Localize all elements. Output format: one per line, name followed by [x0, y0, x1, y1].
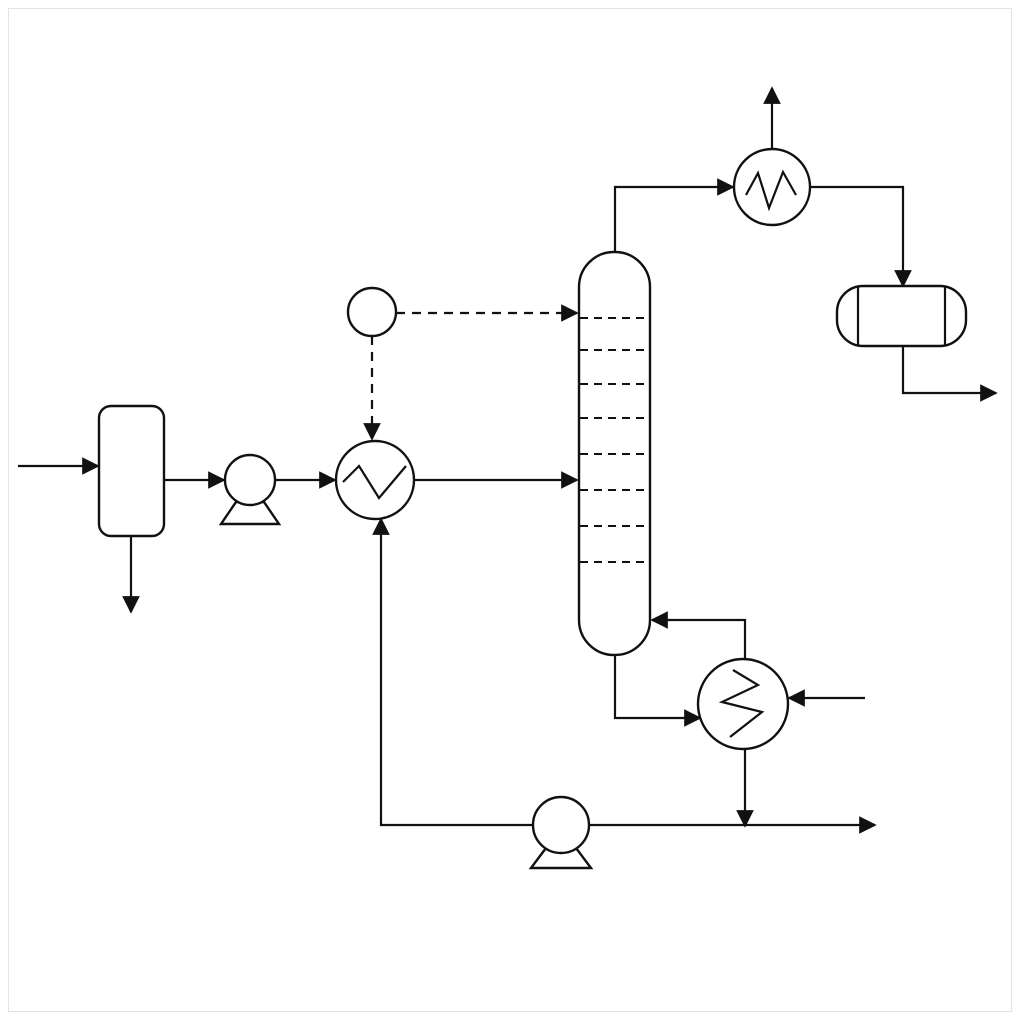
diagram-frame [8, 8, 1012, 1012]
pump-icon [218, 453, 282, 526]
bottoms-pump-icon [528, 795, 594, 870]
vertical-vessel-icon [97, 404, 166, 538]
tray-column-icon [577, 250, 652, 657]
condenser-to-drum-line [811, 185, 912, 288]
heat-exchanger-icon [334, 439, 416, 521]
reboiler-icon [696, 657, 790, 751]
horizontal-vessel-icon [835, 284, 968, 348]
reboiler-return-line [650, 611, 747, 666]
preheater-heating-loop-line [372, 517, 533, 827]
column-overhead-vapor-line [613, 178, 735, 252]
instrument-bubble-icon [346, 286, 398, 338]
distillate-product-line [901, 346, 998, 402]
column-bottoms-to-reboiler-line [613, 655, 702, 727]
overhead-condenser-icon [732, 147, 812, 227]
